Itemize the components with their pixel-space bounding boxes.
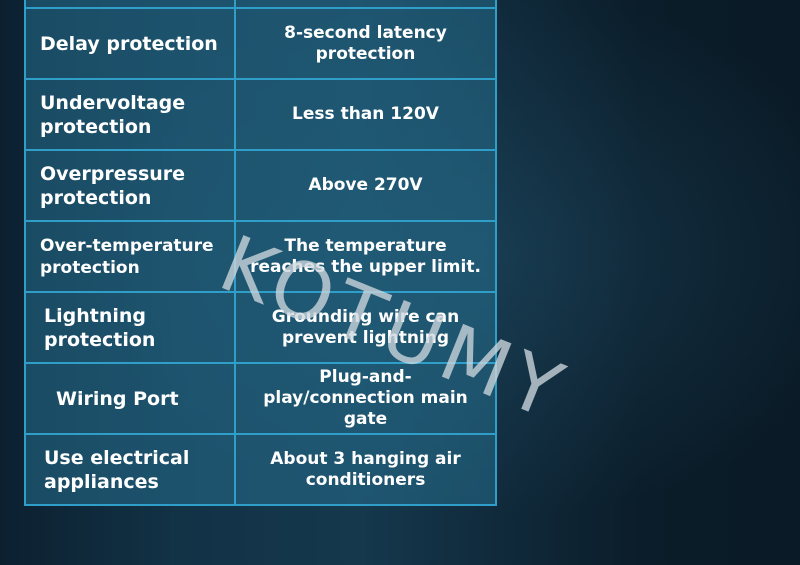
spec-value: Above 270V [234,149,497,222]
spec-label: Overpressure protection [24,149,236,222]
table-row: Delay protection 8-second latency protec… [24,7,497,80]
table-row: Wiring Port Plug-and-play/connection mai… [24,362,497,435]
spec-label: Over-temperature protection [24,220,236,293]
spec-value: 8-second latency protection [234,7,497,80]
spec-value: The temperature reaches the upper limit. [234,220,497,293]
spec-value: About 3 hanging air conditioners [234,433,497,506]
table-row: Overpressure protection Above 270V [24,149,497,222]
table-row: Use electrical appliances About 3 hangin… [24,433,497,506]
table-row: Lightning protection Grounding wire can … [24,291,497,364]
table-row: Over-temperature protection The temperat… [24,220,497,293]
spec-value: Less than 120V [234,78,497,151]
spec-label [24,0,236,9]
table-row [24,0,497,9]
spec-table: Delay protection 8-second latency protec… [24,0,497,506]
spec-label: Use electrical appliances [24,433,236,506]
spec-label: Lightning protection [24,291,236,364]
spec-label: Wiring Port [24,362,236,435]
spec-value: Plug-and-play/connection main gate [234,362,497,435]
spec-value [234,0,497,9]
spec-label: Undervoltage protection [24,78,236,151]
spec-value: Grounding wire can prevent lightning [234,291,497,364]
spec-label: Delay protection [24,7,236,80]
table-row: Undervoltage protection Less than 120V [24,78,497,151]
